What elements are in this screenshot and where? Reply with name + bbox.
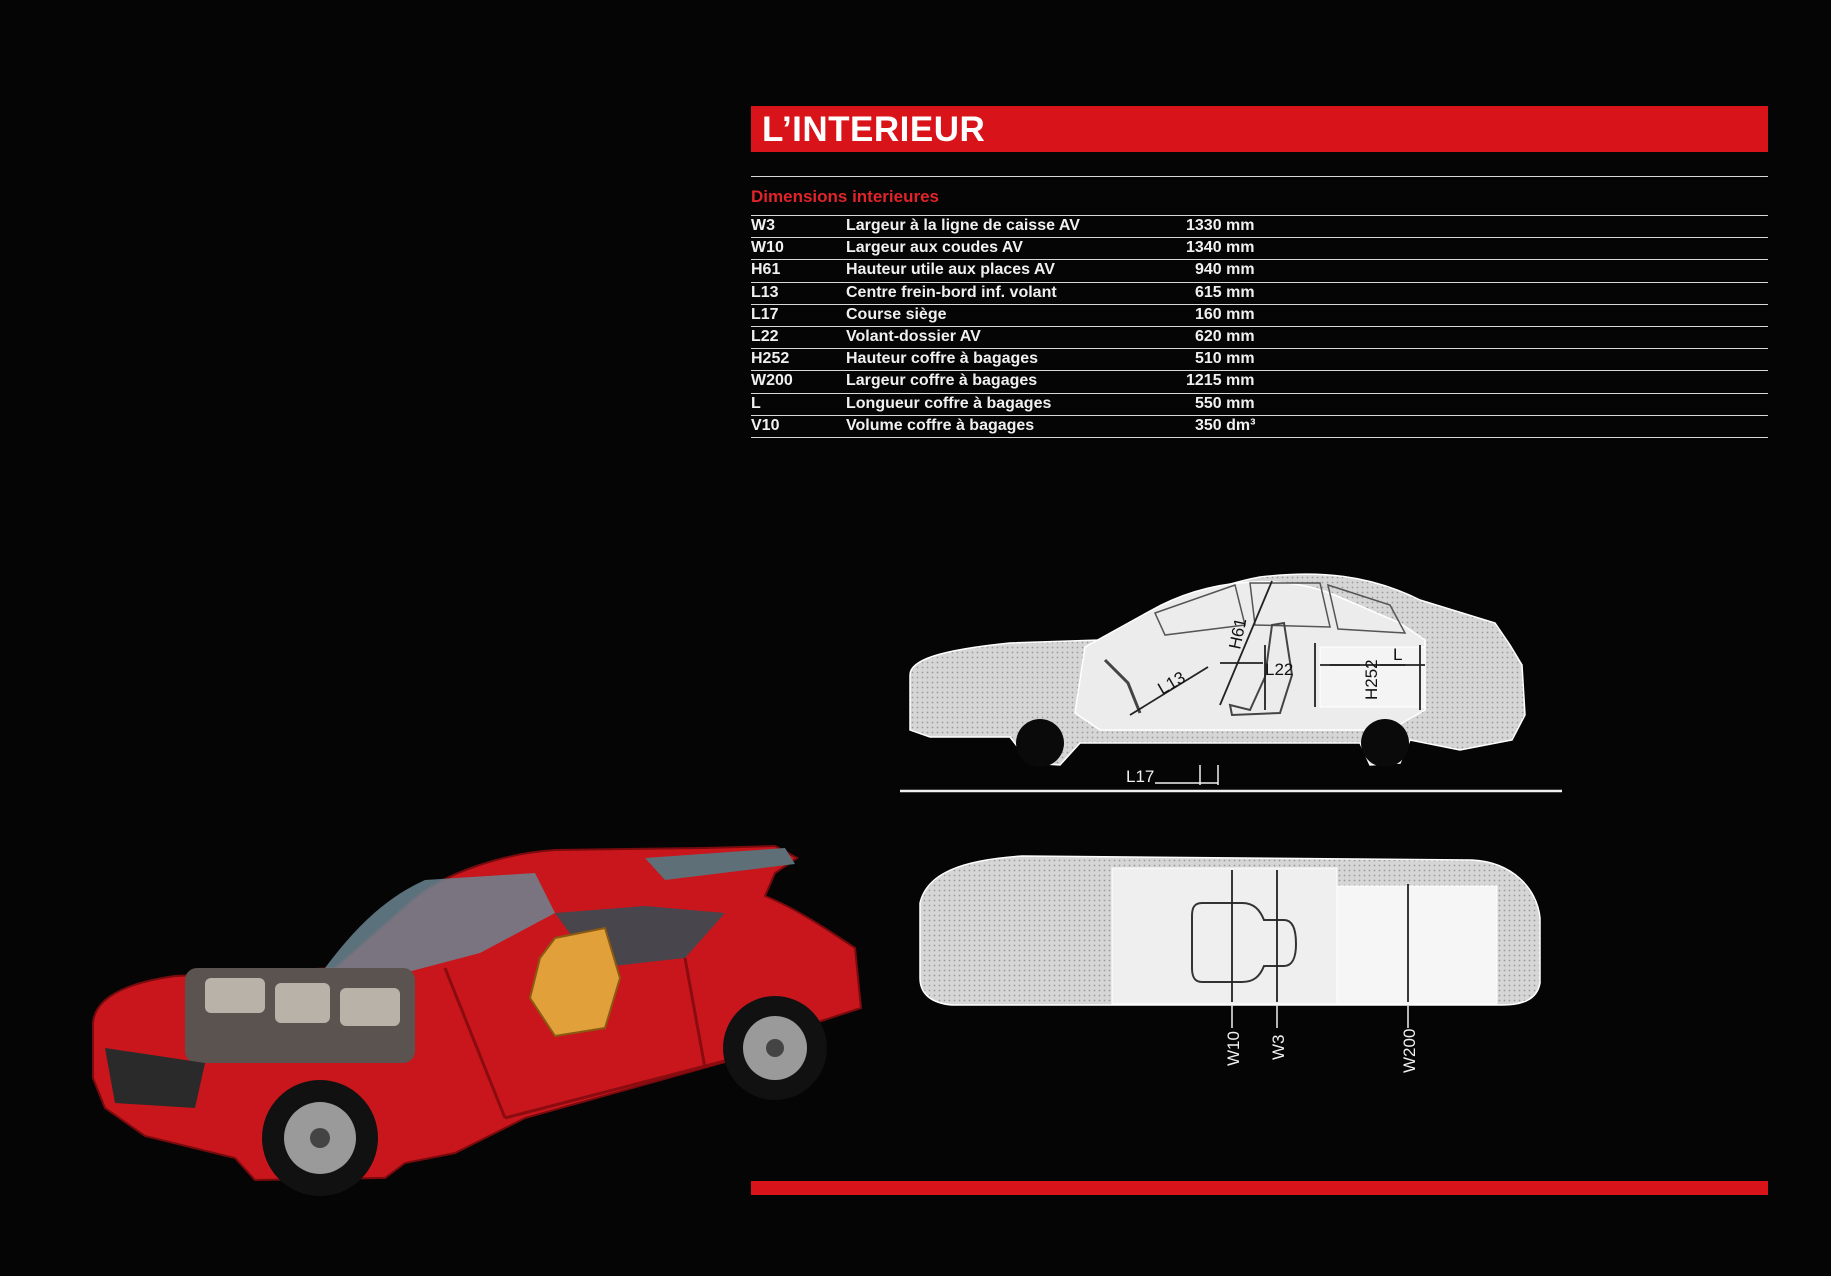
diagram-label-l: L xyxy=(1393,645,1402,664)
front-grille xyxy=(105,1048,205,1108)
table-row: L22 Volant-dossier AV 620 mm xyxy=(751,325,1768,348)
front-wheel xyxy=(262,1080,378,1196)
seat-outline xyxy=(1228,621,1294,717)
diagram-label-w200: W200 xyxy=(1400,1029,1419,1073)
side-view-diagram: L13 H61 L22 H252 L L17 xyxy=(900,573,1562,793)
dimension-label: Course siège xyxy=(846,305,947,323)
dimension-label: Hauteur coffre à bagages xyxy=(846,350,1039,368)
dimension-code: W3 xyxy=(751,217,775,234)
diagram-label-l17: L17 xyxy=(1126,767,1154,786)
dimension-value: 620 mm xyxy=(1195,327,1255,345)
dimensions-table: W3 Largeur à la ligne de caisse AV 1330 … xyxy=(751,215,1768,438)
dimension-label: Longueur coffre à bagages xyxy=(846,394,1052,412)
dimension-value: 160 mm xyxy=(1195,305,1255,323)
dimension-code: W10 xyxy=(751,239,784,257)
dimension-label: Largeur aux coudes AV xyxy=(846,239,1023,257)
seat-top-outline xyxy=(1191,902,1298,983)
front-wheel xyxy=(1016,719,1064,767)
window-outline xyxy=(1326,583,1407,634)
top-view-diagram: W10 W3 W200 xyxy=(919,855,1541,1073)
rear-spoiler xyxy=(645,848,795,880)
title-rule xyxy=(751,176,1768,177)
dimension-code: V10 xyxy=(751,416,780,434)
dimension-value: 510 mm xyxy=(1195,350,1255,368)
dimension-value: 615 mm xyxy=(1195,283,1255,301)
section-subtitle: Dimensions interieures xyxy=(751,187,940,206)
window-outline xyxy=(1249,582,1331,628)
dimension-value: 350 dm³ xyxy=(1195,416,1256,434)
dimension-value: 1330 mm xyxy=(1186,217,1255,234)
dimension-label: Hauteur utile aux places AV xyxy=(846,261,1055,279)
title-bar: L’INTERIEUR xyxy=(751,106,1768,152)
dimension-code: H252 xyxy=(751,350,790,368)
dimension-value: 550 mm xyxy=(1195,394,1255,412)
table-row: W3 Largeur à la ligne de caisse AV 1330 … xyxy=(751,215,1768,237)
window-outline xyxy=(1153,584,1246,636)
rear-wheel xyxy=(723,996,827,1100)
dimension-label: Centre frein-bord inf. volant xyxy=(846,283,1057,301)
seat xyxy=(528,926,622,1038)
dimension-code: L22 xyxy=(751,327,779,345)
dimension-label: Largeur à la ligne de caisse AV xyxy=(846,217,1080,234)
cabin-top-outline xyxy=(1111,867,1338,1005)
dimension-value: 1215 mm xyxy=(1186,372,1255,390)
table-row: L Longueur coffre à bagages 550 mm xyxy=(751,392,1768,415)
trunk-outline xyxy=(1319,646,1426,708)
dimension-code: W200 xyxy=(751,372,793,390)
diagram-label-w3: W3 xyxy=(1269,1035,1288,1061)
table-row: H252 Hauteur coffre à bagages 510 mm xyxy=(751,348,1768,370)
bottom-bar xyxy=(751,1181,1768,1195)
dimension-label: Largeur coffre à bagages xyxy=(846,372,1038,390)
dimension-value: 940 mm xyxy=(1195,261,1255,279)
diagram-label-l22: L22 xyxy=(1265,660,1293,679)
diagram-label-h252: H252 xyxy=(1362,659,1381,700)
table-row: L13 Centre frein-bord inf. volant 615 mm xyxy=(751,281,1768,304)
dimension-code: L xyxy=(751,394,761,412)
dimension-value: 1340 mm xyxy=(1186,239,1255,257)
table-row: W10 Largeur aux coudes AV 1340 mm xyxy=(751,237,1768,259)
page-title: L’INTERIEUR xyxy=(762,110,986,149)
dimension-code: L13 xyxy=(751,283,779,301)
windshield xyxy=(325,873,555,978)
diagram-label-w10: W10 xyxy=(1224,1031,1243,1066)
trunk-top-outline xyxy=(1336,885,1498,1005)
dimension-label: Volume coffre à bagages xyxy=(846,416,1035,434)
dimension-code: H61 xyxy=(751,261,781,279)
table-row: V10 Volume coffre à bagages 350 dm³ xyxy=(751,414,1768,438)
table-row: W200 Largeur coffre à bagages 1215 mm xyxy=(751,370,1768,392)
table-row: L17 Course siège 160 mm xyxy=(751,303,1768,326)
steering-column xyxy=(1103,658,1142,714)
table-row: H61 Hauteur utile aux places AV 940 mm xyxy=(751,259,1768,281)
rear-wheel xyxy=(1361,719,1409,767)
dimension-label: Volant-dossier AV xyxy=(846,327,981,345)
engine-details xyxy=(205,978,400,1026)
dimension-code: L17 xyxy=(751,305,779,323)
car-cutaway-illustration xyxy=(92,844,863,1196)
